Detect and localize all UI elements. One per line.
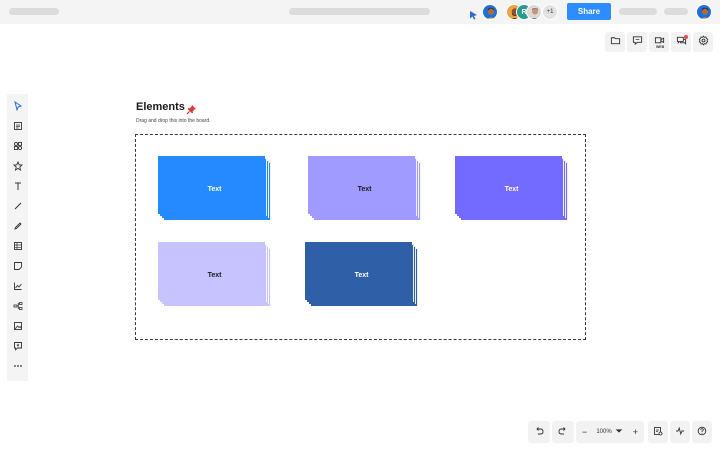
video-button[interactable]: WEB	[649, 32, 669, 52]
table-icon	[13, 238, 23, 256]
stacked-card[interactable]: Text	[455, 156, 568, 220]
chat-icon	[676, 33, 687, 51]
template-icon	[13, 118, 23, 136]
chart-icon	[13, 278, 23, 296]
pen-icon	[13, 218, 23, 236]
menu-placeholder-short[interactable]	[664, 8, 688, 15]
frame-subtitle: Drag and drop this into the board.	[136, 118, 211, 124]
stacked-card[interactable]: Text	[305, 242, 418, 306]
image-tool[interactable]	[10, 319, 25, 334]
more-collaborators-badge[interactable]: +1	[542, 4, 558, 20]
collaborator-initial: R	[521, 8, 527, 16]
help-icon	[697, 423, 707, 441]
card-face	[158, 156, 265, 214]
cursor-pointer-icon	[469, 7, 478, 25]
help-button[interactable]	[692, 421, 712, 443]
undo-icon	[534, 423, 544, 441]
redo-icon	[558, 423, 568, 441]
redo-button[interactable]	[552, 421, 574, 443]
comment-tool[interactable]	[10, 339, 25, 354]
zoom-level: 100%	[596, 429, 612, 435]
share-button[interactable]: Share	[567, 3, 611, 20]
more-dots-icon	[13, 358, 23, 376]
shapes-tool[interactable]	[10, 159, 25, 174]
undo-button[interactable]	[528, 421, 550, 443]
comments-button[interactable]	[627, 32, 647, 52]
line-tool[interactable]	[10, 199, 25, 214]
frame-title: Elements	[136, 101, 185, 113]
elements-drop-frame[interactable]	[135, 134, 586, 340]
sticky-note-icon	[13, 258, 23, 276]
table-tool[interactable]	[10, 239, 25, 254]
card-label: Text	[504, 186, 519, 193]
activity-button[interactable]	[670, 421, 690, 443]
pin-icon	[186, 102, 197, 120]
mindmap-icon	[13, 298, 23, 316]
stacked-card[interactable]: Text	[158, 156, 271, 220]
files-button[interactable]	[605, 32, 625, 52]
card-label: Text	[207, 272, 222, 279]
chart-tool[interactable]	[10, 279, 25, 294]
share-button-label: Share	[577, 7, 601, 16]
zoom-in-icon[interactable]: +	[632, 427, 638, 437]
card-face	[455, 156, 562, 214]
image-icon	[13, 318, 23, 336]
collaborator-avatar[interactable]	[526, 4, 542, 20]
stacked-card[interactable]: Text	[308, 156, 421, 220]
mindmap-tool[interactable]	[10, 299, 25, 314]
stacked-card[interactable]: Text	[158, 242, 271, 306]
more-tools-button[interactable]	[10, 359, 25, 374]
elements-tool[interactable]	[10, 139, 25, 154]
pen-tool[interactable]	[10, 219, 25, 234]
chat-button[interactable]	[671, 32, 691, 52]
line-icon	[13, 198, 23, 216]
text-icon	[13, 178, 23, 196]
card-label: Text	[207, 186, 222, 193]
notification-dot	[684, 35, 688, 39]
board-list-icon	[653, 423, 663, 441]
board-info-button[interactable]	[648, 421, 668, 443]
sticky-note-tool[interactable]	[10, 259, 25, 274]
current-user-avatar[interactable]	[482, 4, 498, 20]
star-icon	[12, 158, 23, 176]
zoom-out-icon[interactable]: −	[582, 427, 588, 437]
left-toolbar	[7, 94, 28, 381]
add-comment-icon	[13, 338, 23, 356]
account-avatar[interactable]	[696, 4, 712, 20]
card-face	[158, 242, 265, 300]
chevron-down-icon	[614, 423, 624, 441]
text-tool[interactable]	[10, 179, 25, 194]
cursor-icon	[13, 98, 23, 116]
board-name-placeholder[interactable]	[9, 8, 59, 15]
card-label: Text	[357, 186, 372, 193]
card-face	[308, 156, 415, 214]
video-camera-icon	[654, 33, 665, 51]
zoom-level-select[interactable]: 100%	[596, 423, 623, 441]
zoom-controls: − 100% +	[576, 421, 644, 443]
settings-button[interactable]	[693, 32, 713, 52]
video-badge: WEB	[656, 45, 665, 49]
comment-icon	[632, 33, 643, 51]
board-title-placeholder	[289, 8, 430, 15]
card-face	[305, 242, 412, 300]
menu-placeholder[interactable]	[619, 8, 657, 15]
gear-icon	[698, 33, 709, 51]
folder-icon	[610, 33, 621, 51]
select-tool[interactable]	[10, 99, 25, 114]
more-collaborators-count: +1	[546, 9, 554, 15]
activity-pulse-icon	[675, 423, 685, 441]
templates-tool[interactable]	[10, 119, 25, 134]
card-label: Text	[354, 272, 369, 279]
shapes-grid-icon	[13, 138, 23, 156]
top-bar: R +1 Share	[0, 0, 720, 24]
